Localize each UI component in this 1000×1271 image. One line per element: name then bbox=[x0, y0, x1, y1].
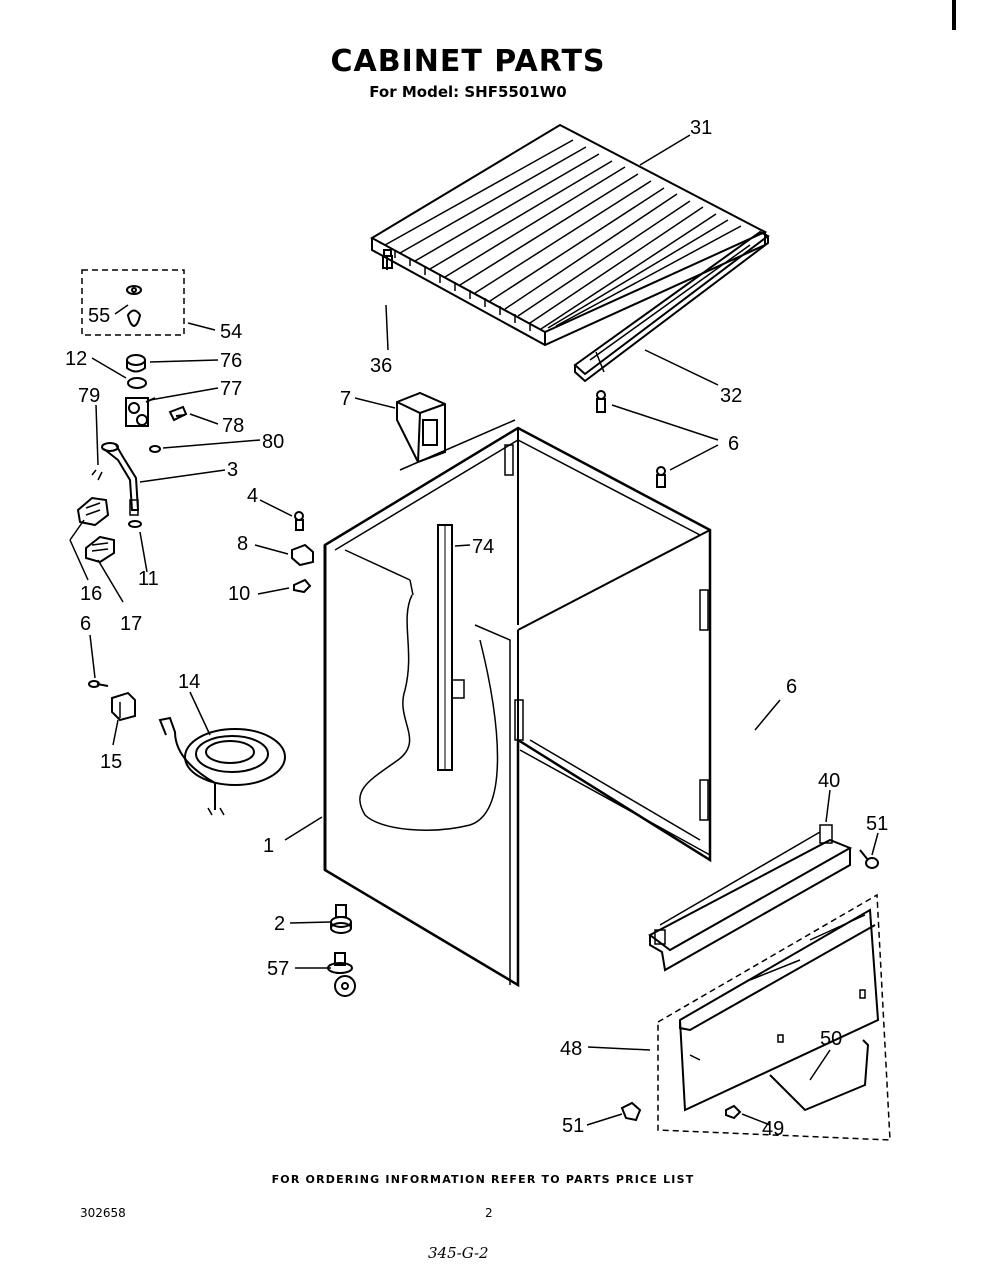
callout-49: 49 bbox=[762, 1118, 784, 1140]
callout-55: 55 bbox=[88, 305, 110, 327]
callout-12: 12 bbox=[65, 348, 87, 370]
callout-80: 80 bbox=[262, 431, 284, 453]
dashed-grille-box bbox=[657, 893, 891, 1141]
clip-part-10 bbox=[293, 578, 312, 594]
pad-part-17 bbox=[85, 535, 115, 564]
dashed-kit-box-54 bbox=[81, 269, 185, 336]
leader-lines bbox=[69, 134, 879, 1126]
corner-mark bbox=[952, 0, 956, 30]
lid-part-31 bbox=[369, 123, 768, 347]
callout-6-upper: 6 bbox=[728, 433, 739, 455]
screw-part-78 bbox=[168, 405, 188, 422]
callout-15: 15 bbox=[100, 751, 122, 773]
callout-1: 1 bbox=[263, 835, 274, 857]
callout-14: 14 bbox=[178, 671, 200, 693]
callout-17: 17 bbox=[120, 613, 142, 635]
front-rail-part-32 bbox=[573, 230, 770, 383]
callout-79: 79 bbox=[78, 385, 100, 407]
callout-2: 2 bbox=[274, 913, 285, 935]
screw-part-51-right bbox=[859, 849, 879, 869]
callout-74: 74 bbox=[472, 536, 494, 558]
spring-part-79 bbox=[91, 469, 103, 481]
page-number: 2 bbox=[485, 1206, 493, 1220]
callout-6-right: 6 bbox=[786, 676, 797, 698]
callout-11: 11 bbox=[138, 568, 159, 590]
callout-7: 7 bbox=[340, 388, 351, 410]
callout-48: 48 bbox=[560, 1038, 582, 1060]
screw-part-4 bbox=[294, 511, 304, 531]
callout-10: 10 bbox=[228, 583, 250, 605]
washer-part-11 bbox=[128, 520, 142, 528]
screw-part-6-upper bbox=[596, 390, 606, 413]
callout-36: 36 bbox=[370, 355, 392, 377]
callout-31: 31 bbox=[690, 117, 712, 139]
rod-part-50 bbox=[769, 1039, 870, 1112]
screw-part-6-left bbox=[88, 680, 109, 688]
callout-54: 54 bbox=[220, 321, 242, 343]
callout-3: 3 bbox=[227, 459, 238, 481]
handwritten-note: 345-G-2 bbox=[428, 1244, 489, 1262]
knob-part-76 bbox=[126, 354, 146, 373]
cabinet-part-1 bbox=[323, 419, 712, 988]
screw-part-36 bbox=[382, 249, 393, 270]
callout-labels: 31 32 36 6 7 55 54 12 76 77 78 79 80 3 4… bbox=[65, 117, 888, 1140]
power-cord-part-14 bbox=[158, 716, 286, 816]
callout-40: 40 bbox=[818, 770, 840, 792]
strip-part-74 bbox=[437, 524, 465, 771]
ordering-info-footer: FOR ORDERING INFORMATION REFER TO PARTS … bbox=[271, 1173, 695, 1186]
knob-part-55 bbox=[126, 285, 142, 328]
callout-50: 50 bbox=[820, 1028, 842, 1050]
light-part-15 bbox=[111, 691, 136, 722]
leveler-part-2 bbox=[330, 904, 352, 934]
thermostat-part-77 bbox=[125, 397, 156, 427]
callout-57: 57 bbox=[267, 958, 289, 980]
latch-part-7 bbox=[396, 391, 446, 464]
pad-part-16 bbox=[76, 496, 110, 527]
document-number: 302658 bbox=[80, 1206, 126, 1220]
clip-part-49 bbox=[725, 1104, 742, 1120]
callout-77: 77 bbox=[220, 378, 242, 400]
callout-78: 78 bbox=[222, 415, 244, 437]
model-subtitle: For Model: SHF5501W0 bbox=[369, 83, 567, 101]
callout-76: 76 bbox=[220, 350, 242, 372]
screw-part-6-middle bbox=[656, 466, 666, 488]
callout-51-right: 51 bbox=[866, 813, 888, 835]
tube-part-3 bbox=[101, 442, 140, 516]
page-title: CABINET PARTS bbox=[330, 44, 606, 79]
clip-part-8 bbox=[291, 543, 314, 567]
callout-8: 8 bbox=[237, 533, 248, 555]
grille-part-48 bbox=[678, 908, 880, 1112]
callout-6-left: 6 bbox=[80, 613, 91, 635]
bracket-part-40 bbox=[648, 824, 853, 972]
callout-51-left: 51 bbox=[562, 1115, 584, 1137]
screw-part-51-left bbox=[620, 1101, 642, 1122]
washer-part-80 bbox=[149, 445, 161, 453]
callout-4: 4 bbox=[247, 485, 258, 507]
caster-part-57 bbox=[327, 952, 356, 997]
callout-32: 32 bbox=[720, 385, 742, 407]
callout-16: 16 bbox=[80, 583, 102, 605]
ring-part-12 bbox=[127, 377, 147, 389]
